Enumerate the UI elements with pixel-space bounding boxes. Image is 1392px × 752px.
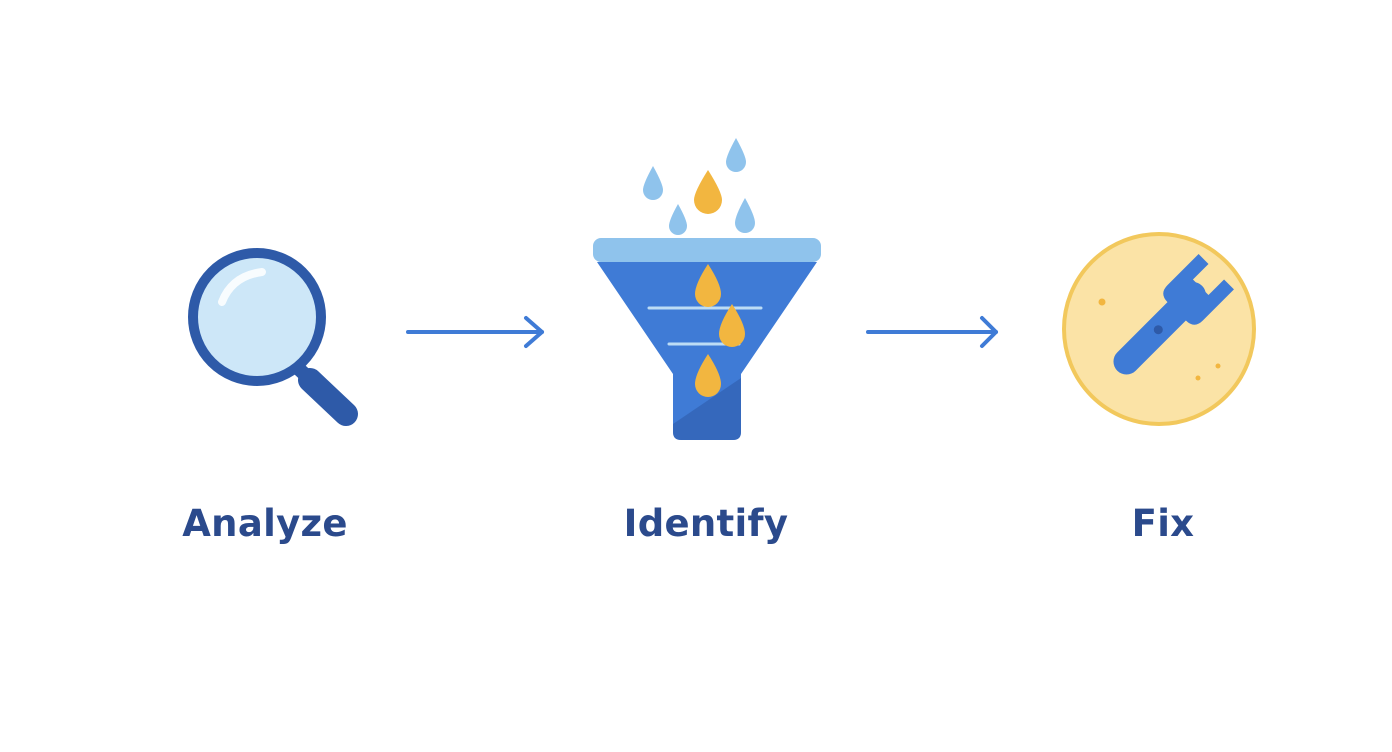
arrow-right-icon: [404, 312, 554, 356]
funnel-with-droplets-icon: [585, 132, 835, 456]
droplet-icon: [695, 354, 721, 397]
arrow-right-icon: [864, 312, 1014, 356]
step-label-fix: Fix: [1131, 502, 1195, 545]
step-label-identify: Identify: [623, 502, 789, 545]
step-label-analyze: Analyze: [182, 502, 348, 545]
droplet-icon: [719, 304, 745, 347]
droplet-icon: [643, 166, 663, 200]
droplet-icon: [735, 198, 755, 233]
droplet-icon: [695, 264, 721, 307]
magnifying-glass-icon: [170, 230, 380, 444]
droplet-icon: [694, 170, 722, 214]
droplet-icon: [669, 204, 687, 235]
wrench-icon: [1058, 228, 1260, 434]
droplet-icon: [726, 138, 746, 172]
